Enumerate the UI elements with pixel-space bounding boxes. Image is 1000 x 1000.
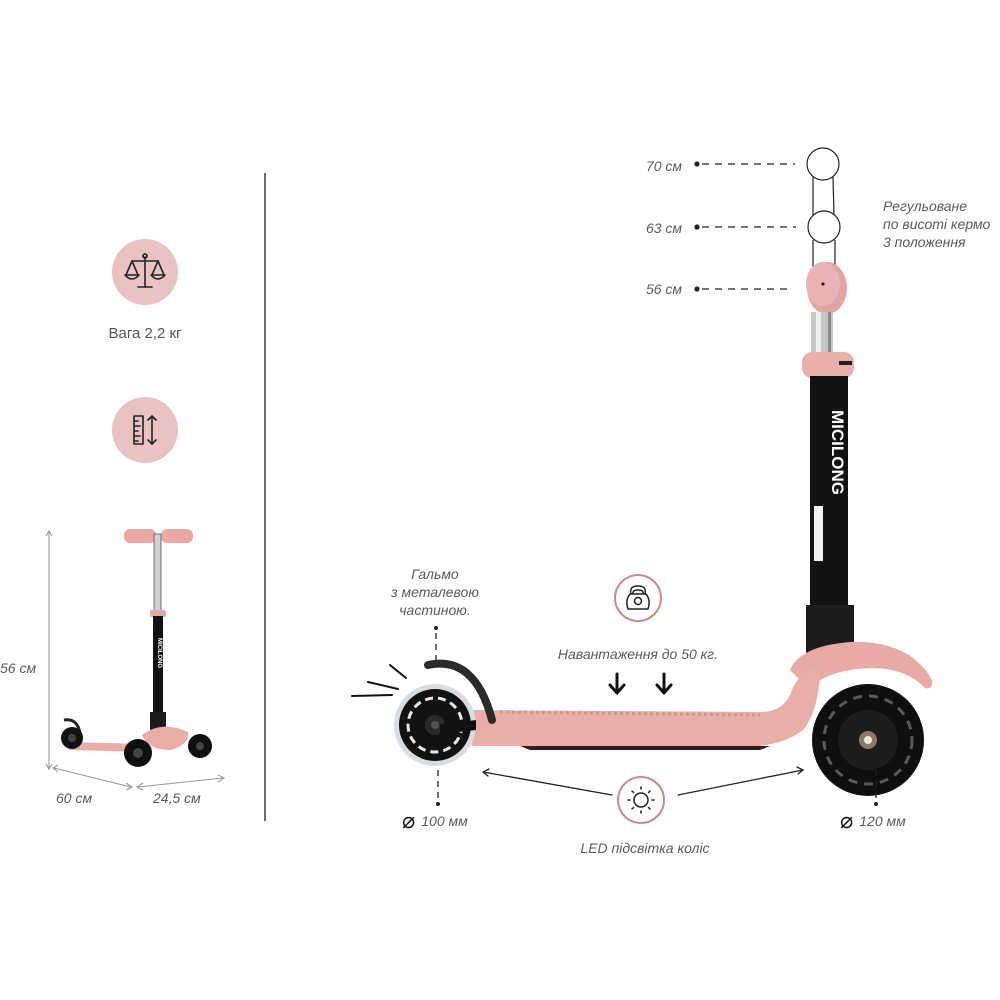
small-scooter-dimension-lines: [45, 529, 226, 791]
handlebar-description-line-3: 3 положення: [883, 234, 966, 250]
diameter-icon: ⌀: [840, 808, 854, 833]
handlebar-description: Регульоване по висоті кермо 3 положення: [883, 197, 990, 251]
rear-wheel-diameter-value: 100 мм: [421, 813, 468, 829]
handlebar-description-line-1: Регульоване: [883, 198, 968, 214]
sun-icon: [627, 786, 655, 814]
ruler-height-icon: [133, 415, 157, 445]
brake-motion-lines: [351, 664, 407, 697]
dimensions-icon-badge: [112, 397, 178, 463]
handlebar-position-guides: [694, 147, 841, 292]
front-wheel-leader-line: [874, 770, 878, 806]
brake-description-line-3: частиною.: [399, 602, 471, 618]
rear-wheel-leader-line: [436, 770, 440, 806]
handlebar-position-56: 56 см: [645, 281, 682, 297]
load-icon-badge: [614, 574, 662, 622]
front-wheel-diameter: ⌀ 120 мм: [840, 810, 906, 832]
brake-leader-line: [434, 626, 438, 663]
column-divider: [264, 173, 266, 821]
front-wheel-diameter-value: 120 мм: [859, 813, 906, 829]
weight-label: Вага 2,2 кг: [108, 325, 182, 342]
main-scooter-image: MICILONG: [394, 262, 933, 796]
small-scooter-height-label: 56 см: [0, 660, 37, 676]
led-label: LED підсвітка коліс: [580, 840, 710, 856]
handlebar-position-70: 70 см: [645, 158, 682, 174]
handlebar-position-63: 63 см: [645, 220, 682, 236]
svg-text:MICILONG: MICILONG: [156, 638, 162, 668]
kettlebell-icon: [626, 585, 650, 610]
small-scooter-width-label: 24,5 см: [153, 790, 201, 806]
scale-icon: [124, 253, 166, 288]
load-label: Навантаження до 50 кг.: [557, 646, 719, 662]
weight-icon-badge: [112, 239, 178, 305]
handlebar-description-line-2: по висоті кермо: [883, 216, 991, 232]
small-scooter-image: MICILONG: [61, 529, 212, 767]
rear-wheel-diameter: ⌀ 100 мм: [402, 810, 468, 832]
brake-description-line-1: Гальмо: [411, 566, 459, 582]
brake-description: Гальмо з металевою частиною.: [370, 565, 500, 619]
load-arrows: [608, 672, 673, 695]
small-scooter-length-label: 60 см: [56, 790, 93, 806]
led-arrows: [481, 766, 805, 796]
led-icon-badge: [617, 776, 665, 824]
svg-text:MICILONG: MICILONG: [828, 410, 847, 495]
brake-description-line-2: з металевою: [391, 584, 479, 600]
diameter-icon: ⌀: [402, 808, 416, 833]
